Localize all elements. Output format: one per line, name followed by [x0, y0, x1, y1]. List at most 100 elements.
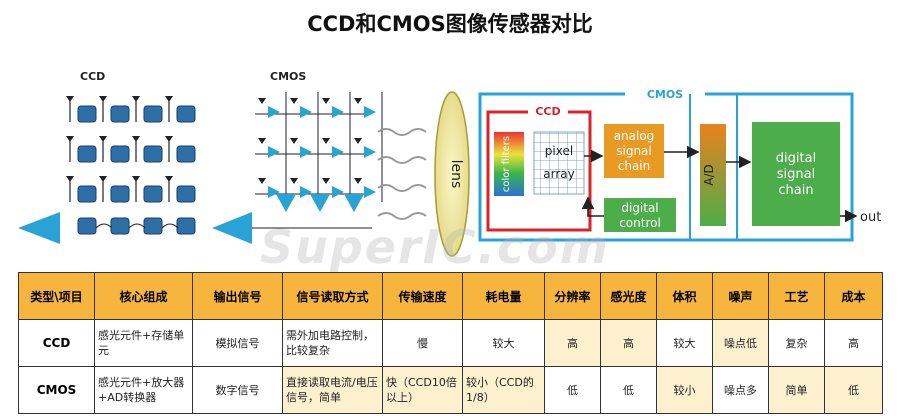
table-cell: 噪点多: [712, 366, 769, 414]
table-header-row: 类型\项目 核心组成 输出信号 信号读取方式 传输速度 耗电量 分辨率 感光度 …: [18, 272, 883, 320]
column-amplifier-icon: [344, 194, 364, 212]
table-row: CCD 感光元件+存储单元 模拟信号 需外加电路控制，比较复杂 慢 较大 高 高…: [18, 319, 883, 367]
table-cell: 模拟信号: [192, 319, 283, 367]
table-row: CMOS 感光元件+放大器+AD转换器 数字信号 直接读取电流/电压信号，简单 …: [18, 366, 883, 414]
header-cell: 信号读取方式: [282, 272, 383, 320]
table-cell: 噪点低: [712, 319, 769, 367]
header-cell: 输出信号: [192, 272, 283, 320]
array-label: array: [543, 167, 574, 181]
photodiode-icon: [354, 138, 362, 144]
storage-cell-icon: [77, 145, 97, 163]
table-cell: 快（CCD10倍以上）: [382, 366, 463, 414]
cmos-label: CMOS: [270, 70, 306, 83]
table-cell: 高: [600, 319, 657, 367]
photodiode-icon: [66, 136, 74, 142]
column-amplifier-icon: [310, 194, 330, 212]
photodiode-icon: [165, 136, 173, 142]
photodiode-icon: [99, 136, 107, 142]
storage-cell-icon: [143, 105, 163, 123]
photodiode-icon: [165, 96, 173, 102]
page-title: CCD和CMOS图像传感器对比: [307, 12, 593, 36]
cmos-box-label: CMOS: [647, 88, 683, 101]
chain-label: chain: [618, 159, 651, 173]
watermark: SuperIC.com: [260, 220, 610, 274]
lens: [434, 91, 470, 257]
photodiode-icon: [66, 176, 74, 182]
column-amplifier-icon: [276, 194, 296, 212]
digital-control-block: [604, 198, 676, 232]
storage-cell-icon: [176, 105, 196, 123]
header-cell: 成本: [824, 272, 883, 320]
table-cell: 简单: [768, 366, 825, 414]
shift-register-icon: [143, 217, 163, 235]
photodiode-icon: [290, 98, 298, 104]
header-cell: 类型\项目: [18, 272, 95, 320]
amplifier-icon: [268, 146, 280, 158]
signal-label: signal: [616, 144, 652, 158]
shift-register-icon: [176, 217, 196, 235]
storage-cell-icon: [110, 105, 130, 123]
table-cell: 低: [544, 366, 601, 414]
analog-label: analog: [614, 129, 655, 143]
digital-control-line1: digital: [621, 201, 658, 215]
lens-label: lens: [448, 160, 464, 189]
digital-control-line2: control: [619, 216, 661, 230]
table-cell: 较小: [656, 366, 713, 414]
shift-register-icon: [77, 217, 97, 235]
header-cell: 感光度: [600, 272, 657, 320]
amplifier-icon: [300, 106, 312, 118]
storage-cell-icon: [110, 185, 130, 203]
ad-block: [700, 124, 726, 226]
photodiode-icon: [258, 178, 266, 184]
photodiode-icon: [354, 178, 362, 184]
amplifier-icon: [364, 146, 376, 158]
table-cell: 慢: [382, 319, 463, 367]
table-cell: 直接读取电流/电压信号，简单: [282, 366, 383, 414]
amplifier-icon: [332, 186, 344, 198]
header-cell: 传输速度: [382, 272, 463, 320]
table-cell: 低: [824, 366, 883, 414]
photodiode-icon: [132, 176, 140, 182]
storage-cell-icon: [143, 185, 163, 203]
amplifier-icon: [268, 106, 280, 118]
amplifier-icon: [364, 186, 376, 198]
amplifier-icon: [332, 106, 344, 118]
color-filters-label: color filters: [501, 136, 512, 192]
photodiode-icon: [132, 136, 140, 142]
ccd-array: [66, 96, 196, 235]
ccd-box-label: CCD: [535, 105, 560, 118]
photodiode-icon: [322, 98, 330, 104]
photodiode-icon: [99, 96, 107, 102]
header-cell: 体积: [656, 272, 713, 320]
digital-signal-chain-block: [752, 122, 840, 226]
photodiode-icon: [322, 138, 330, 144]
amplifier-icon: [332, 146, 344, 158]
header-cell: 核心组成: [94, 272, 193, 320]
photodiode-icon: [354, 98, 362, 104]
header-cell: 分辨率: [544, 272, 601, 320]
amplifier-icon: [300, 186, 312, 198]
photodiode-icon: [165, 176, 173, 182]
out-label: out: [860, 210, 881, 225]
photodiode-icon: [66, 96, 74, 102]
storage-cell-icon: [176, 145, 196, 163]
ad-label: A/D: [702, 164, 716, 186]
table-cell: 高: [544, 319, 601, 367]
row-header-ccd: CCD: [18, 319, 95, 367]
header-cell: 耗电量: [462, 272, 545, 320]
table-cell: 感光元件+存储单元: [94, 319, 193, 367]
table-cell: 复杂: [768, 319, 825, 367]
photodiode-icon: [290, 178, 298, 184]
signal-arrows: [581, 145, 858, 223]
photodiode-icon: [258, 98, 266, 104]
cmos-output-triangle: [212, 212, 252, 244]
table-cell: 数字信号: [192, 366, 283, 414]
pixel-label: pixel: [545, 144, 573, 158]
digital-signal-line3: chain: [778, 183, 813, 198]
cmos-array: [252, 92, 383, 229]
photodiode-icon: [132, 96, 140, 102]
table-cell: 高: [824, 319, 883, 367]
photodiode-icon: [290, 138, 298, 144]
row-header-cmos: CMOS: [18, 366, 95, 414]
header-cell: 噪声: [712, 272, 769, 320]
